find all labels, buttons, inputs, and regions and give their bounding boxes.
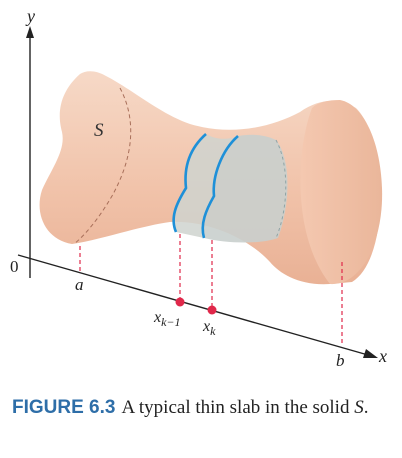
dot-x-k (207, 305, 217, 315)
solid-diagram: y x 0 S a xk−1 xk b (10, 6, 387, 370)
x-axis-arrow (363, 349, 378, 358)
tick-label-b: b (336, 351, 345, 370)
solid-end-cap (300, 100, 383, 285)
slab-right-face (202, 134, 288, 243)
tick-label-x-k-minus-1: xk−1 (153, 309, 181, 329)
dot-x-k-minus-1 (175, 297, 185, 307)
tick-label-a: a (75, 275, 84, 294)
x-axis (17, 254, 369, 356)
x-axis-label: x (378, 346, 387, 366)
tick-label-x-k: xk (202, 318, 216, 338)
left-cross-section (73, 87, 132, 245)
slab-left-edge (172, 133, 207, 233)
tick-sub-k-minus-1: k−1 (161, 315, 180, 329)
slab-right-edge (201, 135, 239, 239)
caption-solid-var: S (354, 397, 364, 418)
solid-label: S (94, 120, 104, 141)
slab-hidden-edge (275, 139, 287, 239)
caption-text: A typical thin slab in the solid (121, 397, 355, 418)
y-axis-label: y (25, 6, 35, 26)
caption-end: . (363, 397, 369, 418)
tick-sub-k: k (210, 324, 216, 338)
caption-figure-number: FIGURE 6.3 (12, 397, 116, 418)
y-axis-arrow (26, 26, 34, 38)
origin-label: 0 (10, 257, 19, 276)
